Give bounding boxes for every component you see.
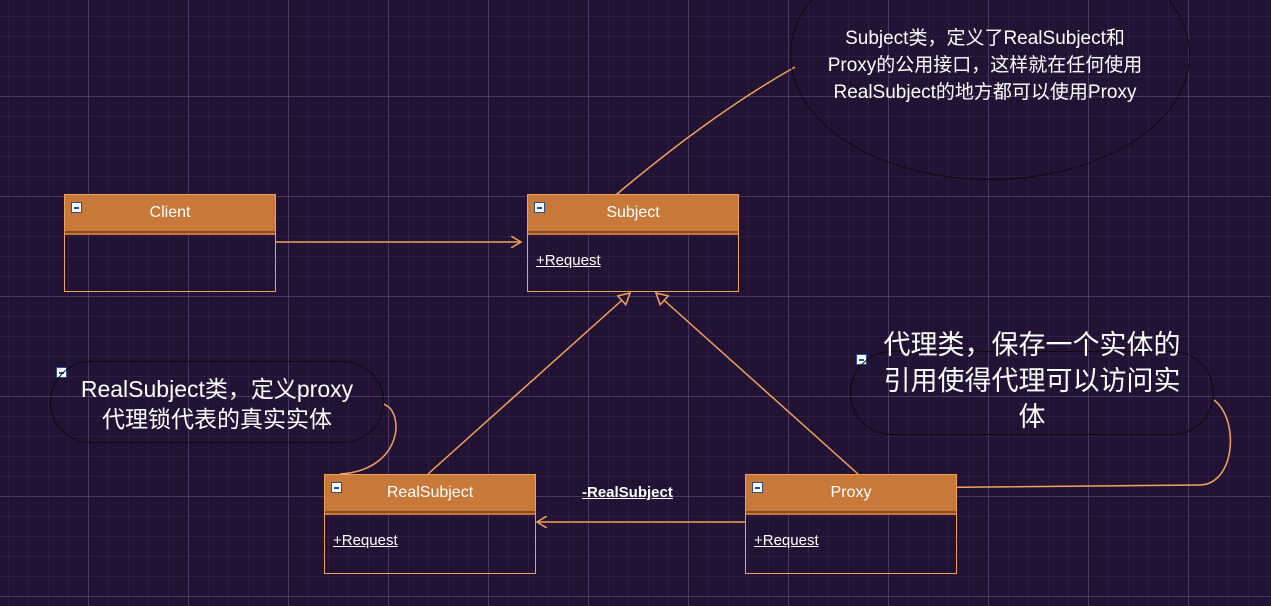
subject-note-text: Subject类，定义了RealSubject和 Proxy的公用接口，这样就在… — [827, 28, 1143, 103]
class-divider — [528, 233, 738, 235]
realsubject-inherits-subject[interactable] — [427, 293, 630, 475]
client-class-name: Client — [149, 204, 191, 221]
realsubject-class-header[interactable]: RealSubject — [325, 475, 535, 513]
realsubject-note-bubble[interactable] — [50, 361, 384, 443]
realsubject-request-method[interactable]: +Request — [333, 532, 398, 549]
realsubject-class-name: RealSubject — [386, 484, 474, 501]
class-divider — [746, 513, 956, 515]
proxy-request-method[interactable]: +Request — [754, 532, 819, 549]
collapse-icon[interactable] — [752, 482, 763, 493]
subject-class-header[interactable]: Subject — [528, 195, 738, 233]
proxy-class-header[interactable]: Proxy — [746, 475, 956, 513]
proxy-note-bubble[interactable] — [850, 351, 1214, 435]
subject-request-method[interactable]: +Request — [536, 252, 601, 269]
realsubject-note-anchor — [339, 403, 397, 475]
class-divider — [325, 513, 535, 515]
proxy-class-name: Proxy — [830, 484, 872, 501]
subject-class-name: Subject — [606, 204, 660, 221]
realsubject-note-text: RealSubject类，定义proxy 代理锁代表的真实实体 — [80, 376, 354, 432]
client-class-header[interactable]: Client — [65, 195, 275, 233]
realsubject-association-label[interactable]: -RealSubject — [582, 484, 673, 501]
subject-note-anchor — [603, 66, 796, 206]
class-divider — [65, 233, 275, 235]
client-class[interactable]: Client — [64, 194, 276, 292]
collapse-icon[interactable] — [331, 482, 342, 493]
proxy-note-text: 代理类，保存一个实体的 引用使得代理可以访问实 体 — [883, 330, 1181, 432]
collapse-icon[interactable] — [71, 202, 82, 213]
proxy-inherits-subject[interactable] — [656, 293, 859, 475]
collapse-icon[interactable] — [534, 202, 545, 213]
proxy-note-anchor — [879, 399, 1232, 489]
realsubject-class[interactable]: RealSubject +Request — [324, 474, 536, 574]
proxy-class[interactable]: Proxy +Request — [745, 474, 957, 574]
subject-class[interactable]: Subject +Request — [527, 194, 739, 292]
